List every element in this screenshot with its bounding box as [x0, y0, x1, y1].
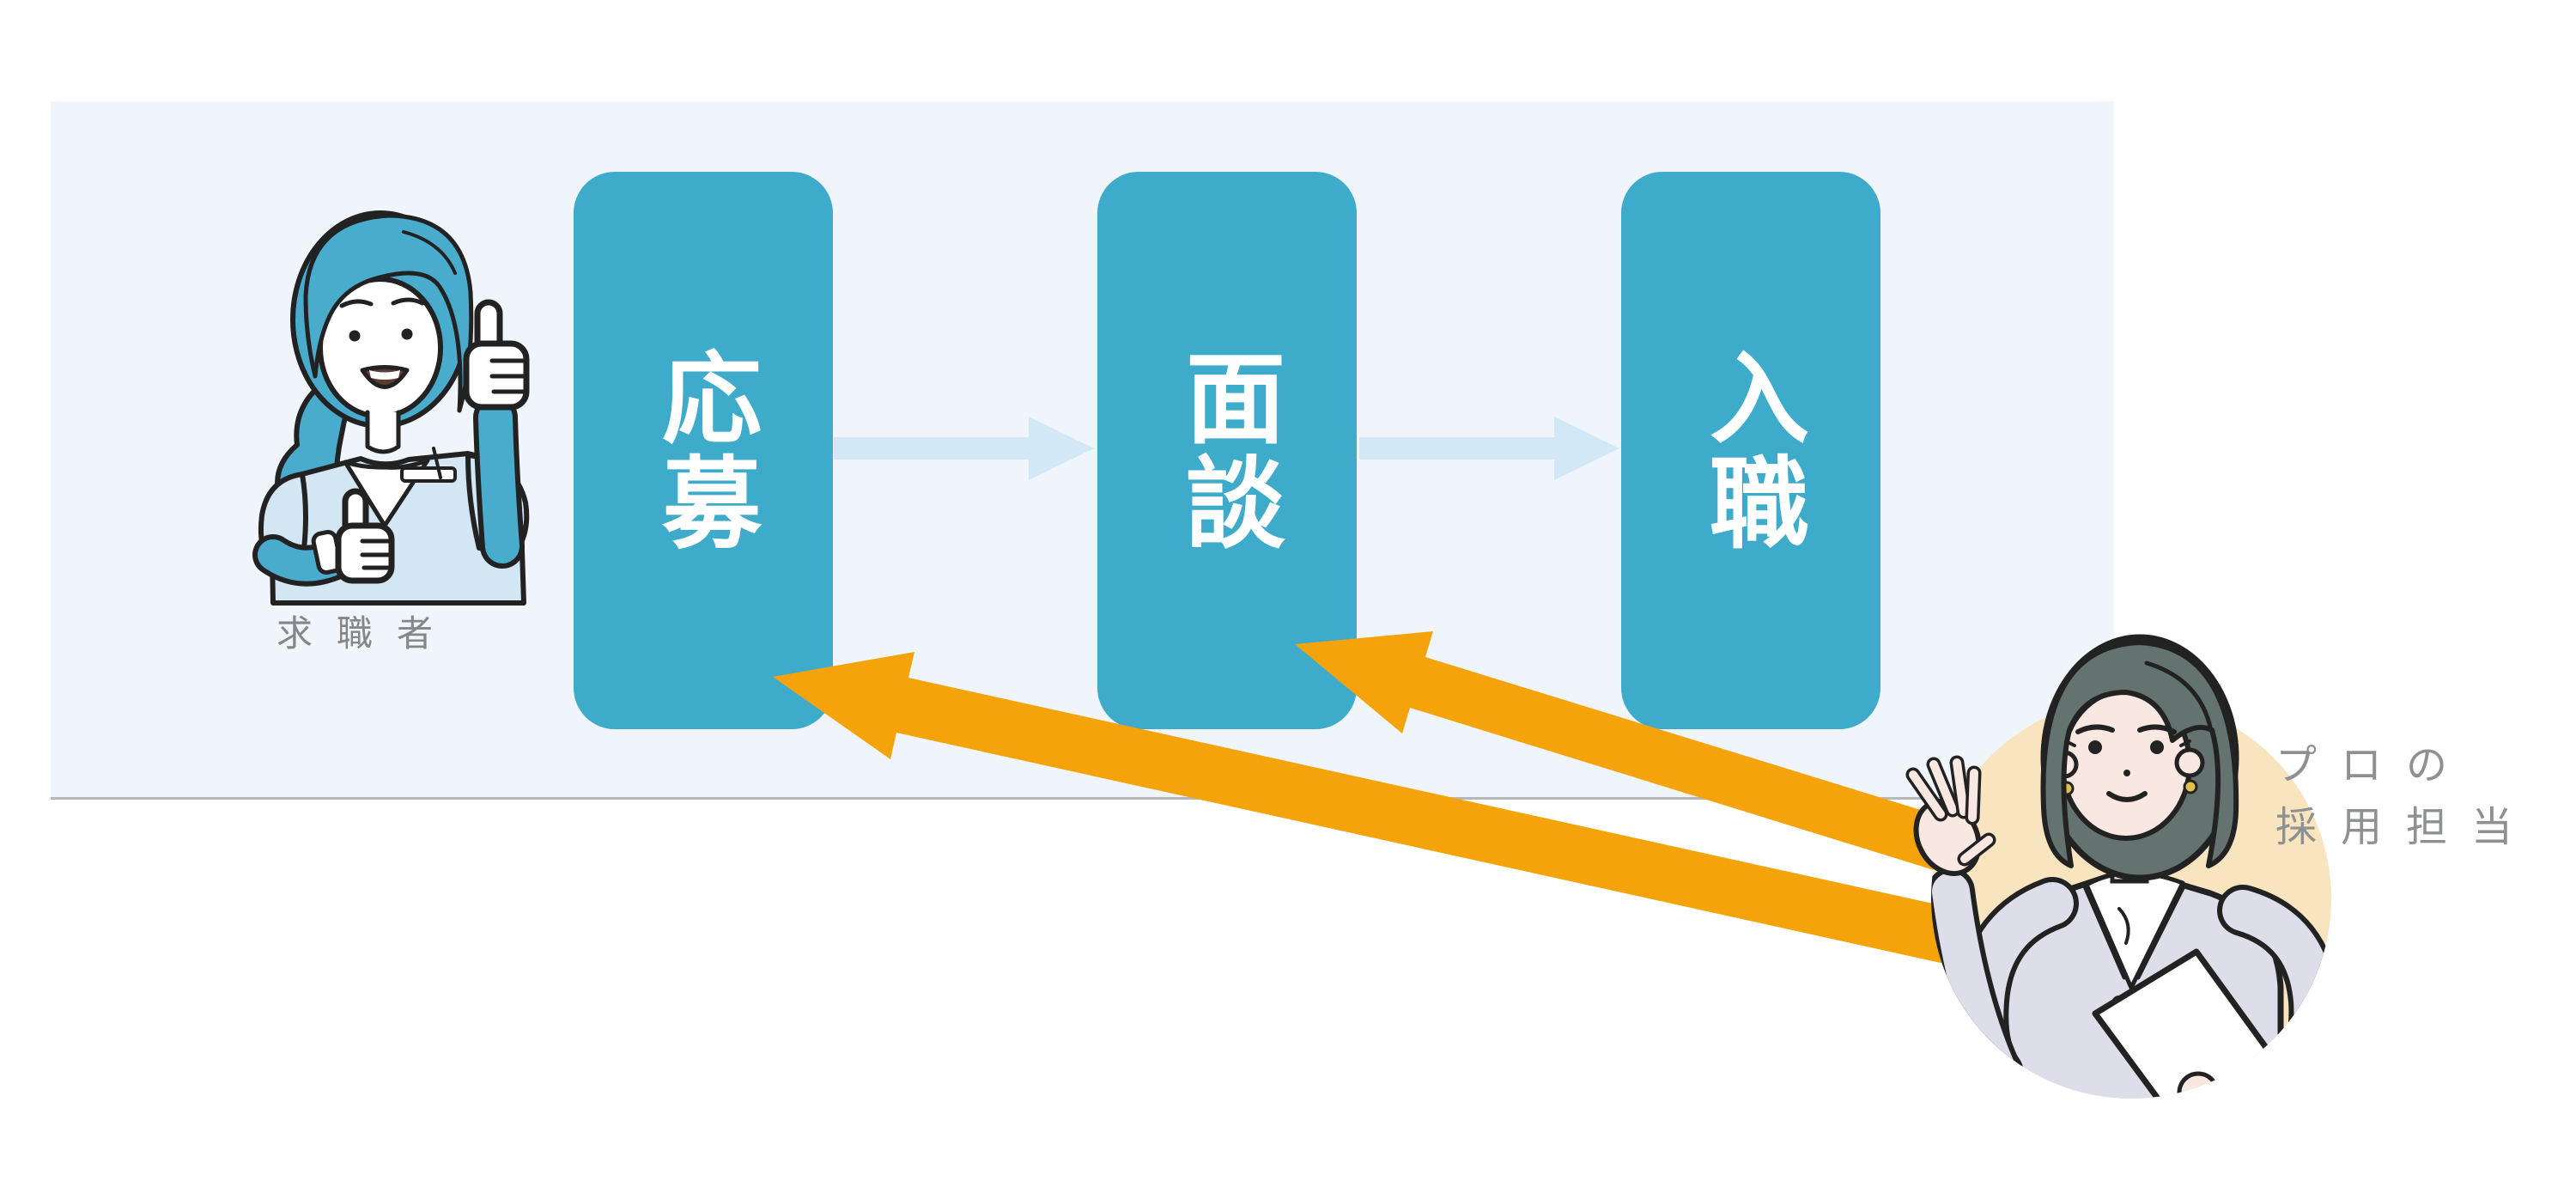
step-box-joining: 入職 [1621, 172, 1880, 729]
recruiter-earring-right [2183, 779, 2198, 794]
recruiter-eyelashes [2064, 740, 2191, 747]
step-box-interview: 面談 [1097, 172, 1357, 729]
recruiter-illustration [1905, 634, 2331, 1099]
recruiter-nose [2123, 770, 2130, 776]
recruiter-eyebrow-left [2075, 724, 2115, 734]
nurse-eyebrow-right [391, 297, 425, 306]
step-label-apply: 応募 [647, 345, 759, 556]
job-seeker-label: 求職者 [276, 613, 458, 654]
nurse-pen [432, 447, 442, 479]
nurse-fingers-left [360, 539, 392, 570]
nurse-hair-front [303, 213, 474, 413]
flow-arrow-icon [1359, 417, 1619, 480]
nurse-forearm-right [478, 400, 519, 563]
recruiter-label-line1: プロの [2275, 743, 2472, 788]
flow-arrow-icon [834, 417, 1094, 480]
recruiter-hand-right [2177, 1071, 2220, 1099]
recruiter-hand-left [1905, 755, 1996, 877]
recruiter-mouth [2106, 791, 2148, 802]
nurse-fingers-right [489, 358, 527, 394]
step-box-apply: 応募 [574, 172, 833, 729]
step-label-joining: 入職 [1695, 345, 1807, 556]
nurse-pocket [400, 466, 457, 483]
nurse-eyebrow-left [339, 299, 374, 308]
nurse-eye-right [401, 328, 413, 340]
recruiter-hair-front [2040, 640, 2239, 868]
recruiter-hair-detail [2144, 660, 2213, 729]
job-seeker-illustration [252, 210, 530, 606]
recruiter-label: プロの 採用担当 [2275, 735, 2537, 859]
recruiter-lapel-left [2082, 884, 2127, 980]
step-label-interview: 面談 [1171, 345, 1283, 556]
recruiter-ear-right [2174, 747, 2205, 778]
recruiter-eye-right [2150, 740, 2164, 754]
nurse-teeth [369, 370, 400, 380]
recruiter-eye-left [2088, 740, 2102, 754]
recruiter-blouse-detail [2117, 907, 2130, 945]
nurse-hair-detail [402, 230, 457, 275]
recruiter-eyebrow-right [2137, 724, 2177, 734]
recruiter-lapel-right [2136, 882, 2187, 980]
recruiter-label-line2: 採用担当 [2275, 805, 2537, 850]
nurse-eye-left [349, 330, 361, 342]
nurse-neck [365, 410, 401, 454]
